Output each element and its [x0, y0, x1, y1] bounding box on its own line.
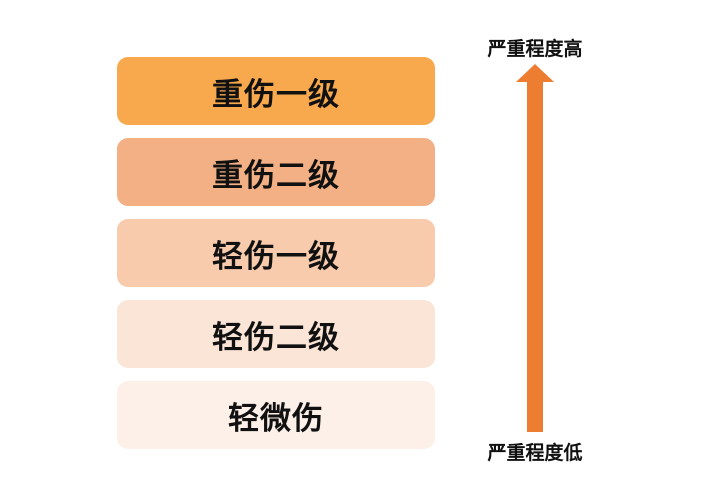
severity-high-label: 严重程度高 [487, 38, 583, 60]
severity-levels: 重伤一级 重伤二级 轻伤一级 轻伤二级 轻微伤 [117, 57, 435, 462]
arrow-shape [516, 64, 554, 432]
level-box-3: 轻伤一级 [117, 219, 435, 287]
level-box-4: 轻伤二级 [117, 300, 435, 368]
level-box-1: 重伤一级 [117, 57, 435, 125]
level-box-5: 轻微伤 [117, 381, 435, 449]
severity-low-label: 严重程度低 [487, 442, 583, 464]
arrow-up-icon [516, 64, 554, 432]
level-box-2: 重伤二级 [117, 138, 435, 206]
